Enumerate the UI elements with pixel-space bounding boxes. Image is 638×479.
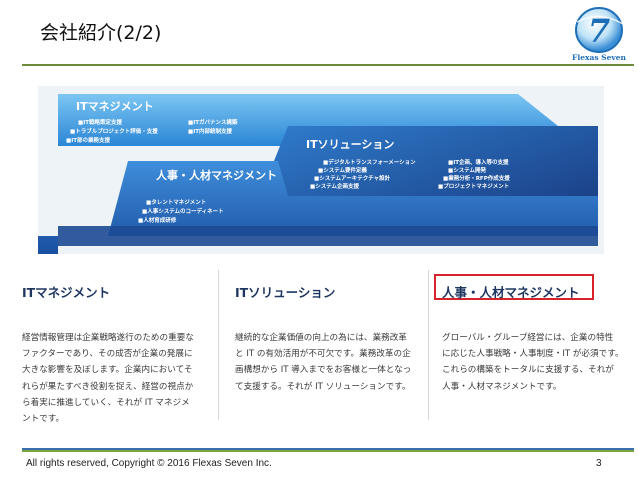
text-line: 人事・人材マネジメントです。 — [442, 381, 562, 392]
it-mgmt-item: ■IT部の業務支援 — [66, 136, 110, 144]
text-line: ントです。 — [22, 414, 65, 425]
it-mgmt-item: ■ITガバナンス構築 — [188, 118, 238, 126]
text-line: グローバル・グループ経営には、企業の特性 — [442, 333, 614, 343]
hr-item: ■人事システムのコーディネート — [142, 207, 224, 215]
it-solution-item: ■業務分析・RFP作成支援 — [443, 174, 510, 182]
it-management-description: 経営情報管理は企業戦略遂行のための重要な ファクターであり、その成否が企業の発展… — [22, 330, 204, 427]
heading-hr-management: 人事・人材マネジメント — [442, 285, 580, 300]
it-solution-item: ■プロジェクトマネジメント — [438, 182, 509, 190]
it-solution-item: ■デジタルトランスフォーメーション — [323, 158, 416, 166]
it-solution-item: ■システム開発 — [448, 166, 487, 174]
column-divider — [428, 270, 429, 420]
it-mgmt-item: ■トラブルプロジェクト評価・支援 — [70, 127, 158, 135]
text-line: 大きな影響を及ぼします。企業内においてそ — [22, 365, 193, 376]
hr-management-description: グローバル・グループ経営には、企業の特性 に応じた人事戦略・人事制度・IT が必… — [442, 330, 624, 395]
copyright-footer: All rights reserved, Copyright © 2016 Fl… — [26, 458, 272, 469]
text-line: ファクターであり、その成否が企業の発展に — [22, 349, 193, 360]
service-diagram: ITマネジメント ITソリューション 人事・人材マネジメント ■IT戦略策定支援… — [38, 86, 604, 254]
it-management-label: ITマネジメント — [76, 100, 154, 113]
it-mgmt-item: ■IT戦略策定支援 — [78, 118, 122, 126]
it-solution-item: ■システム要件定義 — [318, 166, 368, 174]
page-number: 3 — [596, 458, 602, 469]
it-solution-label: ITソリューション — [306, 138, 394, 151]
column-divider — [218, 270, 219, 420]
text-line: 画構想から IT 導入までをお客様と一体となっ — [235, 365, 412, 376]
text-line: に応じた人事戦略・人事制度・IT が必須です。 — [442, 349, 624, 360]
title-divider — [22, 64, 634, 66]
heading-it-solution: ITソリューション — [235, 285, 336, 300]
it-solution-item: ■システムアーキテクチャ設計 — [314, 174, 391, 182]
slide-title: 会社紹介(2/2) — [40, 22, 162, 44]
hr-item: ■タレントマネジメント — [146, 198, 206, 206]
text-line: て支援する。それが IT ソリューションです。 — [235, 381, 411, 392]
it-solution-description: 継続的な企業価値の向上の為には、業務改革 と IT の有効活用が不可欠です。業務… — [235, 330, 411, 395]
it-solution-item: ■IT企画、導入等の支援 — [448, 158, 509, 166]
logo-name: Flexas Seven — [572, 53, 626, 62]
hr-item: ■人材育成研修 — [138, 216, 177, 224]
text-line: 経営情報管理は企業戦略遂行のための重要な — [22, 333, 194, 343]
logo-mark: 7 — [588, 12, 610, 50]
text-line: れらが果たすべき役割を捉え、経営の視点か — [22, 381, 194, 392]
it-solution-item: ■システム企画支援 — [310, 182, 360, 190]
text-line: これらの構築をトータルに支援する、それが — [442, 365, 614, 376]
hr-management-label: 人事・人材マネジメント — [156, 168, 277, 182]
footer-divider-green — [22, 450, 634, 452]
footer-divider-blue — [22, 448, 634, 450]
heading-it-management: ITマネジメント — [22, 285, 111, 300]
text-line: と IT の有効活用が不可欠です。業務改革の企 — [235, 349, 411, 360]
flexas-seven-logo: 7 — [575, 7, 624, 53]
it-mgmt-item: ■IT内部統制支援 — [188, 127, 232, 135]
text-line: 継続的な企業価値の向上の為には、業務改革 — [235, 333, 407, 343]
text-line: ら着実に推進していく、それが IT マネジメ — [22, 397, 190, 408]
highlight-box — [434, 274, 594, 300]
